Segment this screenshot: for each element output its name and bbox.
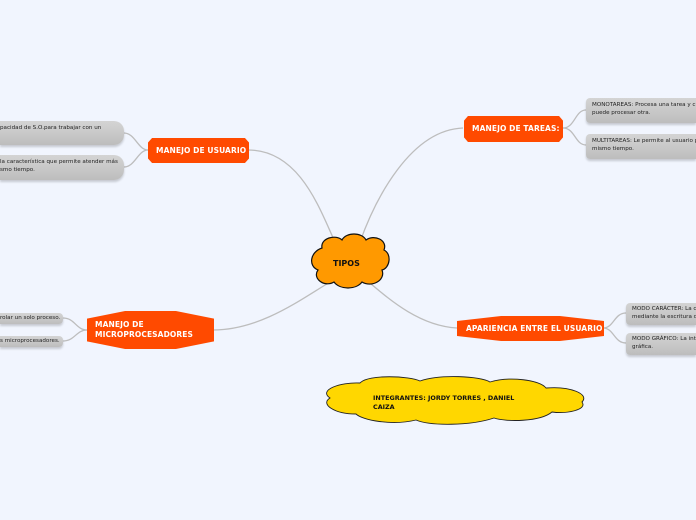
integrantes-names-line1: JORDY TORRES , DANIEL bbox=[428, 394, 515, 402]
subtopic-modo-grafico-line2: gráfica. bbox=[632, 343, 654, 350]
topic-apariencia-label: APARIENCIA ENTRE EL USUARIO bbox=[466, 323, 603, 333]
subtopic-capacidad-text: pacidad de S.O.para trabajar con un bbox=[0, 125, 102, 131]
integrantes-names-line2: CAIZA bbox=[373, 403, 395, 411]
subtopic-modo-grafico-line1: MODO GRÁFICO: La int bbox=[632, 336, 696, 342]
topic-microprocesadores-line1: MANEJO DE bbox=[95, 320, 144, 329]
subtopic-caracteristica[interactable]: la característica que permite atender má… bbox=[0, 155, 124, 180]
topic-manejo-usuario-label: MANEJO DE USUARIO bbox=[156, 145, 247, 155]
subtopic-multitareas-line2: mismo tiempo. bbox=[592, 145, 634, 152]
connector-manejo-tareas bbox=[359, 127, 464, 243]
topic-manejo-tareas[interactable]: MANEJO DE TAREAS: bbox=[464, 116, 563, 142]
topic-apariencia-usuario[interactable]: APARIENCIA ENTRE EL USUARIO bbox=[457, 316, 604, 341]
subtopic-monotareas-line2: puede procesar otra. bbox=[592, 109, 651, 116]
connector-apariencia bbox=[369, 282, 458, 329]
connector-manejo-usuario bbox=[247, 149, 336, 243]
subtopic-solo-proceso-text: rolar un solo proceso. bbox=[0, 315, 61, 321]
central-topic-label[interactable]: TIPOS bbox=[333, 259, 360, 268]
subtopic-modo-caracter-line1: MODO CARÁCTER: La c bbox=[632, 306, 696, 312]
subtopic-multitareas[interactable]: MULTITAREAS: Le permite al usuario p mis… bbox=[586, 134, 696, 159]
subtopic-modo-caracter-line2: mediante la escritura de bbox=[632, 313, 696, 320]
topic-manejo-microprocesadores[interactable]: MANEJO DE MICROPROCESADORES bbox=[87, 311, 214, 349]
subtopic-multitareas-line1: MULTITAREAS: Le permite al usuario p bbox=[592, 138, 696, 144]
integrantes-prefix: INTEGRANTES: bbox=[373, 394, 426, 402]
integrantes-cloud-shape bbox=[326, 376, 585, 425]
subtopic-capacidad[interactable]: pacidad de S.O.para trabajar con un bbox=[0, 121, 124, 145]
floating-topic-integrantes[interactable]: INTEGRANTES: JORDY TORRES , DANIEL CAIZA bbox=[373, 394, 514, 412]
subtopic-caracteristica-line2: smo tiempo. bbox=[0, 166, 35, 173]
subtopic-modo-grafico[interactable]: MODO GRÁFICO: La int gráfica. bbox=[626, 333, 696, 355]
subtopic-monotareas-line1: MONOTAREAS: Procesa una tarea y cu bbox=[592, 102, 696, 108]
subtopic-solo-proceso[interactable]: rolar un solo proceso. bbox=[0, 313, 63, 324]
topic-manejo-usuario[interactable]: MANEJO DE USUARIO bbox=[148, 138, 249, 163]
subtopic-microprocesadores[interactable]: s microprocesadores. bbox=[0, 336, 63, 347]
connector-microprocesadores bbox=[212, 281, 331, 331]
subtopic-microprocesadores-text: s microprocesadores. bbox=[0, 338, 60, 344]
subtopic-monotareas[interactable]: MONOTAREAS: Procesa una tarea y cu puede… bbox=[586, 98, 696, 123]
topic-manejo-tareas-label: MANEJO DE TAREAS: bbox=[472, 124, 560, 133]
central-cloud-shape bbox=[311, 233, 390, 289]
subtopic-modo-caracter[interactable]: MODO CARÁCTER: La c mediante la escritur… bbox=[626, 303, 696, 325]
topic-microprocesadores-line2: MICROPROCESADORES bbox=[95, 330, 193, 339]
subtopic-caracteristica-line1: la característica que permite atender má… bbox=[0, 159, 118, 165]
